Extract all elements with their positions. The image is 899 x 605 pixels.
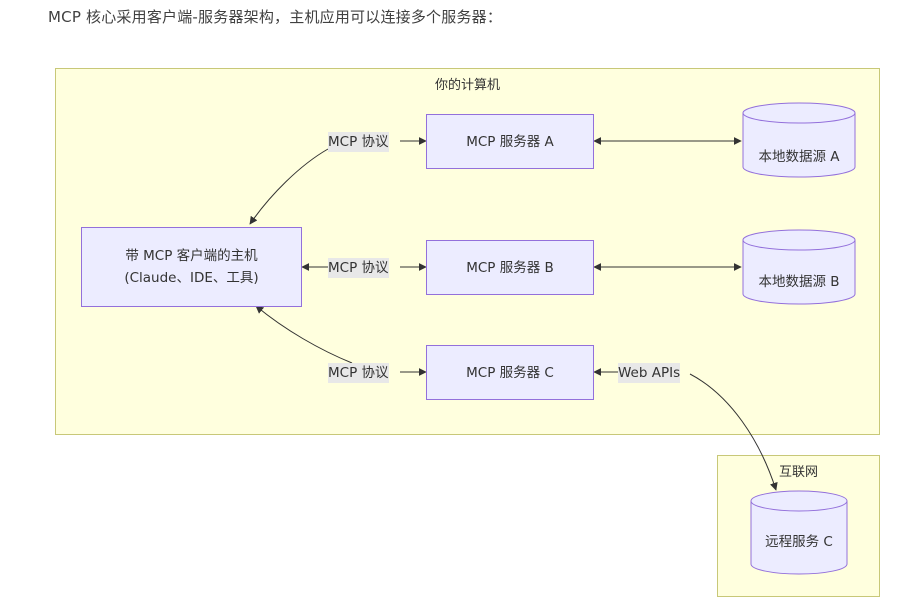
- server-b-label: MCP 服务器 B: [466, 259, 554, 276]
- server-a-node: MCP 服务器 A: [426, 114, 594, 169]
- host-label-line1: 带 MCP 客户端的主机: [125, 248, 258, 264]
- host-label-line2: (Claude、IDE、工具): [124, 270, 259, 286]
- edge-host-protocol-a: [249, 148, 329, 225]
- datasource-a-label: 本地数据源 A: [758, 149, 840, 165]
- server-c-label: MCP 服务器 C: [466, 364, 554, 381]
- edge-label-protocol-c: MCP 协议: [328, 363, 389, 383]
- remote-service-cylinder: [750, 490, 848, 575]
- datasource-a-cylinder: [742, 102, 856, 178]
- host-node: 带 MCP 客户端的主机 (Claude、IDE、工具): [81, 227, 302, 307]
- intro-text: MCP 核心采用客户端-服务器架构，主机应用可以连接多个服务器：: [48, 8, 503, 26]
- remote-service-label: 远程服务 C: [765, 534, 833, 550]
- edge-label-protocol-b: MCP 协议: [328, 258, 389, 278]
- edge-web-apis-remote: [689, 373, 778, 491]
- server-b-node: MCP 服务器 B: [426, 240, 594, 295]
- server-a-label: MCP 服务器 A: [466, 133, 554, 150]
- server-c-node: MCP 服务器 C: [426, 345, 594, 400]
- cluster-your-computer-label: 你的计算机: [434, 78, 500, 93]
- cluster-internet-label: 互联网: [778, 465, 818, 480]
- datasource-b-cylinder: [742, 229, 856, 305]
- edge-label-protocol-a: MCP 协议: [328, 132, 389, 152]
- datasource-b-label: 本地数据源 B: [758, 274, 840, 290]
- edge-host-protocol-c: [255, 305, 353, 364]
- edge-label-web-apis: Web APIs: [618, 363, 681, 383]
